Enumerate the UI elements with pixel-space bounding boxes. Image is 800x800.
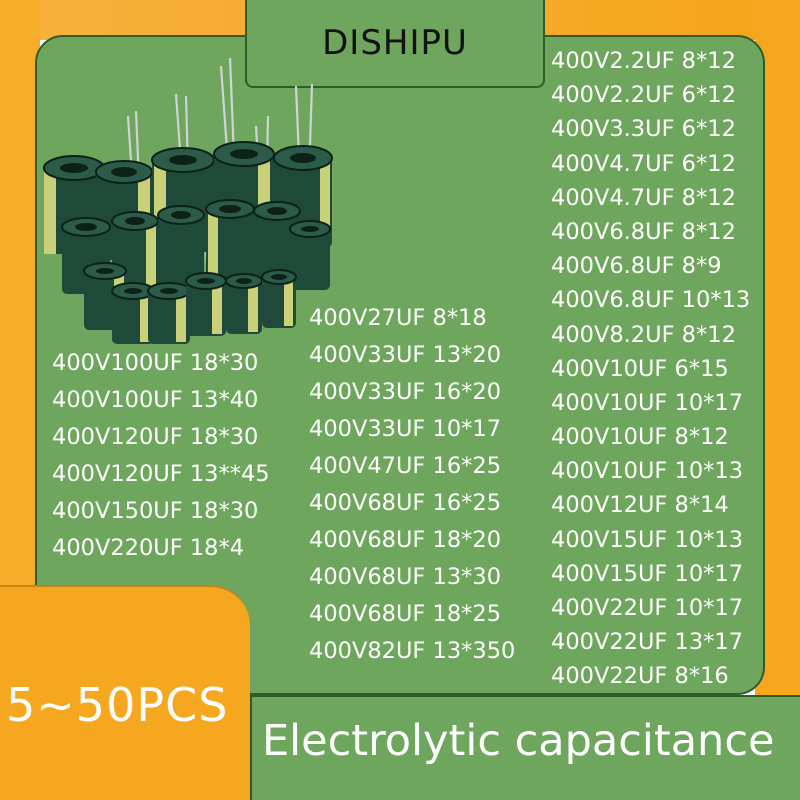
spec-item: 400V150UF 18*30 xyxy=(52,498,259,524)
spec-item: 400V12UF 8*14 xyxy=(551,492,729,519)
spec-item: 400V4.7UF 8*12 xyxy=(551,184,736,211)
spec-item: 400V22UF 13*17 xyxy=(551,629,744,656)
brand-box: DISHIPU xyxy=(245,0,545,88)
spec-item: 400V100UF 13*40 xyxy=(52,387,259,413)
spec-item: 400V120UF 18*30 xyxy=(52,424,259,450)
right-spec-list: 400V2.2UF 8*12 400V2.2UF 6*12 400V3.3UF … xyxy=(551,44,750,694)
spec-item: 400V6.8UF 8*12 xyxy=(551,218,736,245)
brand-name: DISHIPU xyxy=(322,23,468,63)
capacitor-group xyxy=(43,141,333,344)
spec-item: 400V15UF 10*13 xyxy=(551,526,744,553)
quantity-label: 5~50PCS xyxy=(6,678,229,732)
spec-item: 400V100UF 18*30 xyxy=(52,350,259,376)
spec-item: 400V22UF 8*16 xyxy=(551,663,729,690)
spec-item: 400V6.8UF 10*13 xyxy=(551,287,751,314)
spec-item: 400V68UF 18*25 xyxy=(309,601,502,627)
spec-item: 400V68UF 13*30 xyxy=(309,564,502,590)
spec-item: 400V47UF 16*25 xyxy=(309,453,502,479)
spec-item: 400V10UF 6*15 xyxy=(551,355,729,382)
spec-item: 400V68UF 16*25 xyxy=(309,490,502,516)
capacitor-product-photo xyxy=(43,57,333,344)
spec-item: 400V120UF 13**45 xyxy=(52,461,270,487)
spec-item: 400V27UF 8*18 xyxy=(309,305,487,331)
spec-item: 400V10UF 10*17 xyxy=(551,389,744,416)
spec-item: 400V220UF 18*4 xyxy=(52,535,245,561)
spec-item: 400V4.7UF 6*12 xyxy=(551,150,736,177)
left-spec-list: 400V100UF 18*30 400V100UF 13*40 400V120U… xyxy=(52,345,270,567)
spec-item: 400V33UF 13*20 xyxy=(309,342,502,368)
spec-item: 400V82UF 13*350 xyxy=(309,638,516,664)
spec-item: 400V2.2UF 8*12 xyxy=(551,48,736,74)
spec-item: 400V33UF 10*17 xyxy=(309,416,502,442)
spec-item: 400V15UF 10*17 xyxy=(551,560,744,587)
spec-item: 400V10UF 8*12 xyxy=(551,424,729,451)
quantity-box xyxy=(0,585,250,800)
spec-item: 400V22UF 10*17 xyxy=(551,595,744,621)
spec-item: 400V2.2UF 6*12 xyxy=(551,82,736,109)
spec-item: 400V3.3UF 6*12 xyxy=(551,116,736,143)
product-title: Electrolytic capacitance xyxy=(262,716,775,766)
spec-item: 400V6.8UF 8*9 xyxy=(551,253,722,280)
spec-item: 400V10UF 10*13 xyxy=(551,458,744,485)
middle-spec-list: 400V27UF 8*18 400V33UF 13*20 400V33UF 16… xyxy=(309,300,515,670)
spec-item: 400V33UF 16*20 xyxy=(309,379,502,405)
title-bar xyxy=(250,695,800,800)
spec-item: 400V68UF 18*20 xyxy=(309,527,502,553)
spec-item: 400V8.2UF 8*12 xyxy=(551,321,736,348)
